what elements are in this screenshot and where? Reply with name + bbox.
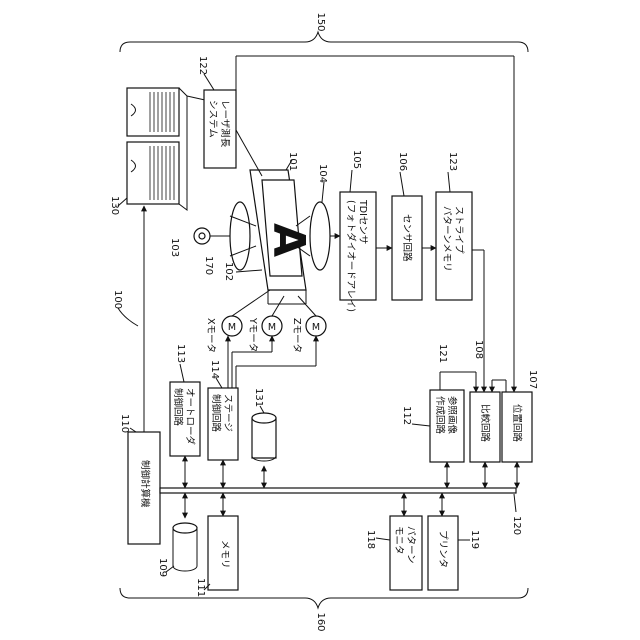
ref-160: 160 [315, 612, 326, 631]
z-motor-symbol: M [312, 322, 320, 333]
brace-160 [120, 588, 528, 608]
y-motor: M Yモータ [247, 316, 282, 352]
ref-121: 121 [437, 344, 448, 363]
stripe-memory-line-1: ストライプ [453, 206, 464, 254]
x-motor-label: Xモータ [205, 318, 216, 353]
printer-label: プリンタ [437, 530, 448, 568]
ref-107: 107 [527, 370, 538, 389]
ref-170: 170 [203, 256, 214, 275]
ref-122: 122 [197, 56, 208, 75]
autoloader-control-line-1: オートローダ [184, 388, 196, 446]
ref-109: 109 [157, 558, 168, 577]
ref-112: 112 [401, 406, 412, 425]
ref-113: 113 [175, 344, 186, 363]
ref-111: 111 [195, 578, 206, 597]
tdi-sensor-line-2: (フォトダイオードアレイ) [345, 200, 357, 312]
y-motor-label: Yモータ [247, 317, 258, 352]
stage-control-line-1: ステージ [222, 394, 233, 432]
reference-image-line-2: 作成回路 [434, 396, 446, 435]
autoloader-unit-130 [127, 88, 205, 210]
storage-109 [173, 523, 197, 571]
ref-106: 106 [397, 152, 408, 171]
ref-105: 105 [351, 150, 362, 169]
lens-104 [310, 202, 330, 270]
ref-119: 119 [469, 530, 480, 549]
stage-control-line-2: 制御回路 [210, 394, 222, 433]
ref-103: 103 [169, 238, 180, 257]
ref-120: 120 [511, 516, 522, 535]
pattern-monitor-line-1: パターン [405, 526, 416, 564]
ref-114: 114 [209, 360, 220, 379]
tdi-sensor-line-1: TDIセンサ [357, 199, 368, 244]
x-motor-symbol: M [228, 322, 236, 333]
stage-and-mask: A [250, 170, 314, 304]
ref-123: 123 [447, 152, 458, 171]
stripe-memory-line-2: パターンメモリ [441, 206, 452, 272]
x-motor: M Xモータ [205, 316, 242, 353]
autoloader-control-line-2: 制御回路 [172, 388, 184, 427]
brace-150 [120, 32, 528, 52]
ref-110: 110 [119, 414, 130, 433]
control-computer-label: 制御計算機 [139, 460, 151, 508]
leader-100 [118, 308, 138, 326]
compare-circuit-label: 比較回路 [479, 404, 491, 443]
y-motor-symbol: M [268, 322, 276, 333]
ref-131: 131 [253, 388, 264, 407]
pattern-glyph: A [263, 223, 314, 257]
sensor-circuit-label: センサ回路 [401, 214, 413, 262]
z-motor: M Zモータ [291, 316, 326, 353]
ref-101: 101 [287, 152, 298, 171]
laser-system-line-1: レーザ測長 [219, 100, 231, 148]
ref-100: 100 [112, 290, 123, 309]
ref-118: 118 [365, 530, 376, 549]
system-bus-120 [160, 488, 516, 493]
position-circuit-label: 位置回路 [511, 404, 523, 443]
stage-control-label: ステージ 制御回路 [210, 394, 233, 435]
ref-104: 104 [317, 164, 328, 183]
bus-connectors [185, 456, 517, 518]
ref-102: 102 [223, 262, 234, 281]
laser-system-line-2: システム [207, 100, 218, 138]
z-motor-label: Zモータ [291, 318, 302, 353]
storage-131 [252, 413, 276, 461]
ref-108: 108 [473, 340, 484, 359]
pattern-monitor-line-2: モニタ [393, 526, 404, 555]
lens-170 [230, 202, 250, 270]
memory-label: メモリ [219, 540, 230, 569]
reference-image-line-1: 参照画像 [446, 396, 458, 435]
ref-150: 150 [315, 12, 326, 31]
